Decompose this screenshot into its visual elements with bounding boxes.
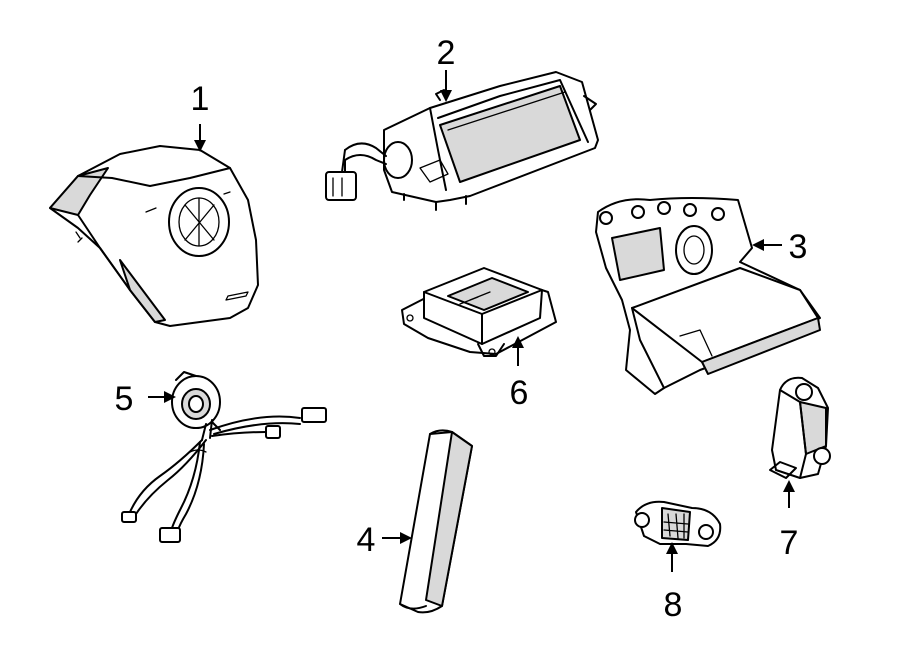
arrow-5 (148, 391, 176, 403)
callout-2: 2 (437, 34, 456, 72)
callout-6: 6 (510, 374, 529, 412)
part-1-steering-wheel-airbag (49, 145, 259, 327)
callout-8: 8 (664, 586, 683, 624)
arrow-4 (382, 532, 412, 544)
part-6-control-module (401, 267, 557, 357)
arrow-2 (440, 70, 452, 102)
callout-3: 3 (789, 228, 808, 266)
arrow-1 (194, 124, 206, 152)
callout-4: 4 (357, 521, 376, 559)
callout-5: 5 (115, 380, 134, 418)
arrow-3 (752, 239, 782, 251)
arrow-7 (783, 480, 795, 508)
callout-1: 1 (191, 80, 210, 118)
part-3-knee-airbag (595, 197, 821, 395)
part-8-front-sensor (634, 500, 722, 547)
arrow-6 (512, 336, 524, 366)
arrow-8 (666, 542, 678, 572)
part-7-impact-sensor (769, 376, 831, 479)
part-2-passenger-airbag (325, 71, 599, 211)
part-5-clockspring (121, 371, 327, 543)
callout-7: 7 (780, 524, 799, 562)
part-4-side-airbag (399, 429, 473, 614)
